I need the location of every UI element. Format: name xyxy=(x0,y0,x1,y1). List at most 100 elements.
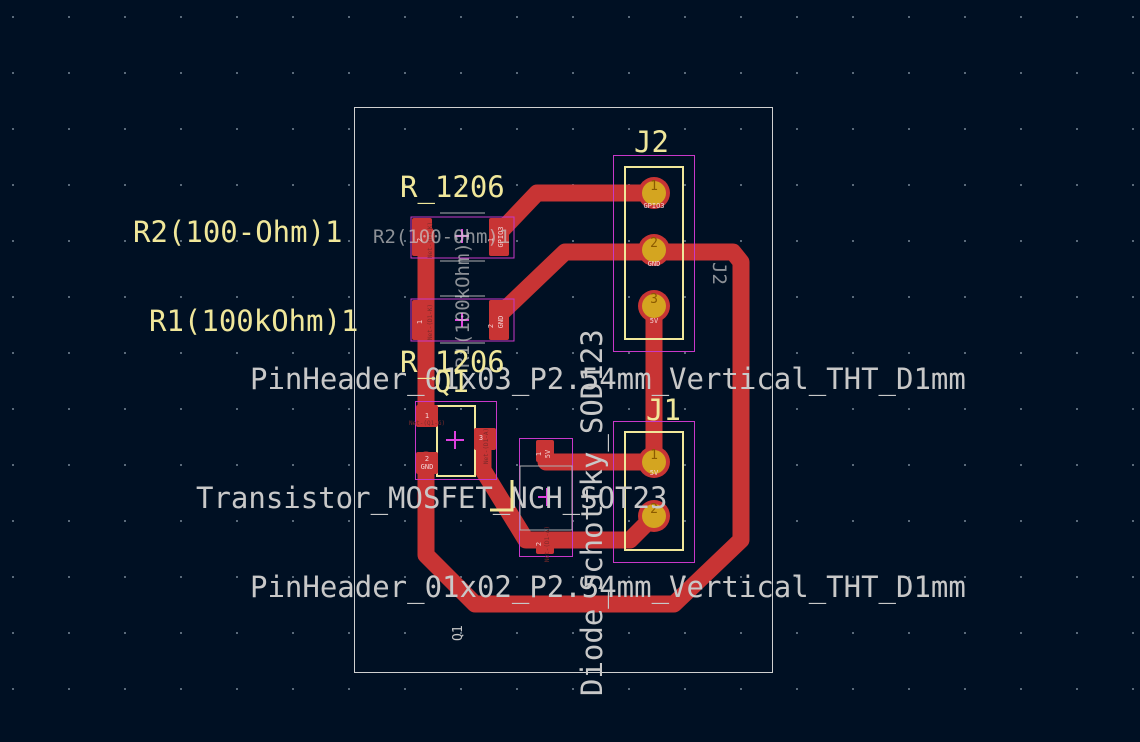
grid-dot xyxy=(1076,408,1078,410)
grid-dot xyxy=(124,464,126,466)
svg-text:GND: GND xyxy=(497,316,505,329)
grid-dot xyxy=(236,240,238,242)
grid-dot xyxy=(908,184,910,186)
grid-dot xyxy=(908,352,910,354)
grid-dot xyxy=(404,632,406,634)
grid-dot xyxy=(68,520,70,522)
q1-pad-3[interactable] xyxy=(474,428,496,450)
trace-d1a[interactable] xyxy=(474,429,663,549)
r1-pad-2[interactable] xyxy=(489,300,509,340)
grid-dot xyxy=(964,464,966,466)
grid-dot xyxy=(68,688,70,690)
grid-dot xyxy=(1132,72,1134,74)
grid-dot xyxy=(1020,184,1022,186)
grid-dot xyxy=(404,128,406,130)
grid-dot xyxy=(1132,16,1134,18)
grid-dot xyxy=(236,632,238,634)
grid-dot xyxy=(1020,576,1022,578)
grid-dot xyxy=(964,184,966,186)
grid-dot xyxy=(516,72,518,74)
grid-dot xyxy=(180,72,182,74)
grid-dot xyxy=(348,184,350,186)
svg-text:Net-(D1-K): Net-(D1-K) xyxy=(427,222,434,258)
grid-dot xyxy=(180,128,182,130)
grid-dot xyxy=(1076,632,1078,634)
grid-dot xyxy=(852,16,854,18)
smd-pads[interactable] xyxy=(412,218,554,554)
grid-dot xyxy=(68,408,70,410)
grid-dot xyxy=(516,632,518,634)
grid-dot xyxy=(1132,128,1134,130)
j2-pin-2[interactable] xyxy=(638,234,670,266)
grid-dot xyxy=(1076,184,1078,186)
grid-dot xyxy=(1020,408,1022,410)
board-outline[interactable] xyxy=(354,107,773,673)
svg-text:5V: 5V xyxy=(544,449,552,458)
grid-dot xyxy=(908,128,910,130)
grid-dot xyxy=(908,632,910,634)
grid-dot xyxy=(292,352,294,354)
grid-dot xyxy=(68,576,70,578)
grid-dot xyxy=(180,464,182,466)
q1-pad-1[interactable] xyxy=(416,405,438,427)
r1-pad-1[interactable] xyxy=(412,300,432,340)
grid-dot xyxy=(68,16,70,18)
pad-labels: 1 GPIO3 2 GND 3 5V 1 5V 2 2 Net-(D1-K) 1… xyxy=(409,179,665,562)
grid-dot xyxy=(964,520,966,522)
grid-dot xyxy=(796,688,798,690)
r2-pad-1[interactable] xyxy=(489,218,509,256)
svg-text:Net-(D1-K): Net-(D1-K) xyxy=(427,304,434,340)
grid-dot xyxy=(68,184,70,186)
j2-pin-3[interactable] xyxy=(638,290,670,322)
r2-pad-2[interactable] xyxy=(412,218,432,256)
tht-pads[interactable] xyxy=(638,177,670,532)
grid-dot xyxy=(1076,688,1078,690)
grid-dot xyxy=(684,688,686,690)
grid-dot xyxy=(628,296,630,298)
grid-dot xyxy=(1020,520,1022,522)
grid-dot xyxy=(1132,632,1134,634)
grid-dot xyxy=(852,296,854,298)
j1-pin-2[interactable] xyxy=(638,500,670,532)
j1-pin-1[interactable] xyxy=(638,446,670,478)
svg-text:2: 2 xyxy=(416,238,424,242)
grid-dot xyxy=(684,296,686,298)
d1-pad-2[interactable] xyxy=(536,532,554,554)
grid-dot xyxy=(908,16,910,18)
grid-dot xyxy=(124,72,126,74)
j1-value-label: PinHeader_01x02_P2.54mm_Vertical_THT_D1m… xyxy=(250,570,966,605)
grid-dot xyxy=(1020,296,1022,298)
svg-text:2: 2 xyxy=(425,455,429,463)
grid-dot xyxy=(236,688,238,690)
grid-dot xyxy=(348,408,350,410)
grid-dot xyxy=(404,464,406,466)
j2-pin-1[interactable] xyxy=(638,177,670,209)
grid-dot xyxy=(180,184,182,186)
grid-dot xyxy=(572,72,574,74)
grid-dot xyxy=(852,688,854,690)
grid-dot xyxy=(12,16,14,18)
grid-dot xyxy=(292,296,294,298)
grid-dot xyxy=(908,464,910,466)
d1-pad-1[interactable] xyxy=(536,440,554,462)
trace-gnd-top[interactable] xyxy=(417,243,750,613)
svg-text:2: 2 xyxy=(650,502,658,517)
grid-dot xyxy=(124,408,126,410)
grid-dot xyxy=(404,576,406,578)
grid-dot xyxy=(348,72,350,74)
grid-dot xyxy=(12,520,14,522)
grid-dot xyxy=(12,72,14,74)
grid-dot xyxy=(292,240,294,242)
trace-gpio3[interactable] xyxy=(489,184,663,243)
grid-dot xyxy=(796,352,798,354)
grid-dot xyxy=(124,352,126,354)
grid-dot xyxy=(852,184,854,186)
grid-dot xyxy=(796,632,798,634)
q1-pad-2[interactable] xyxy=(416,452,438,474)
grid-dot xyxy=(292,16,294,18)
grid-dot xyxy=(12,464,14,466)
grid-dot xyxy=(516,464,518,466)
grid-dot xyxy=(964,16,966,18)
